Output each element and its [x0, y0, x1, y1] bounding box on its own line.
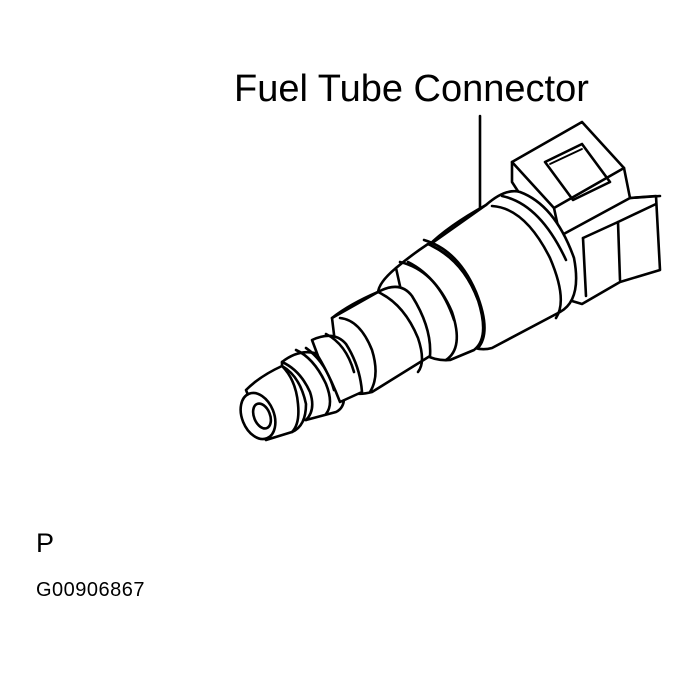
figure-id: G00906867 [36, 579, 146, 601]
callout-label: Fuel Tube Connector [234, 68, 589, 110]
connector-nozzle [239, 364, 308, 442]
view-letter: P [36, 528, 55, 558]
